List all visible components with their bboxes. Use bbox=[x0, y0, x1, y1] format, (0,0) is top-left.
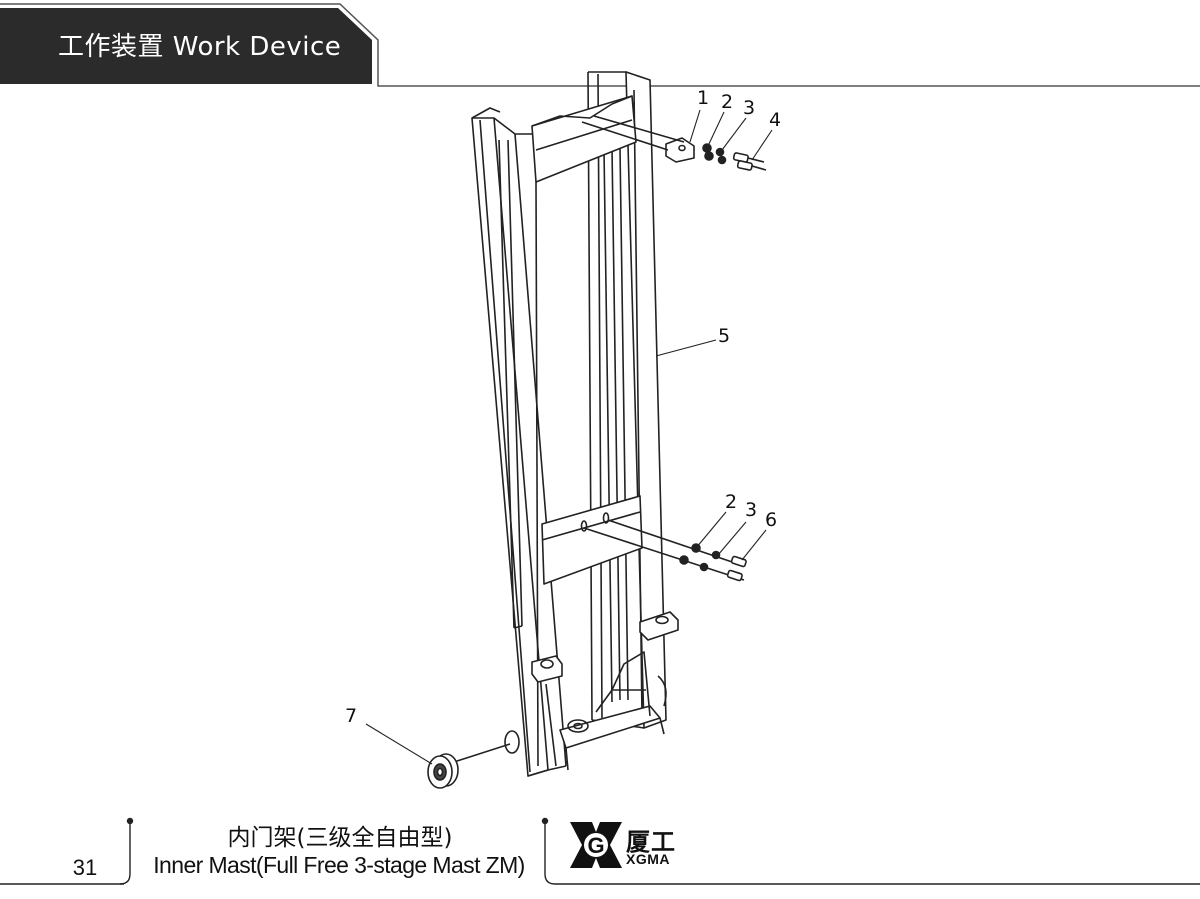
page-number: 31 bbox=[72, 855, 98, 880]
axle-hole bbox=[504, 730, 520, 754]
leader-4 bbox=[751, 129, 773, 161]
callout-1: 1 bbox=[697, 87, 709, 109]
leader-3b bbox=[717, 521, 747, 556]
chain-bracket-left bbox=[531, 655, 563, 767]
page-title: 工作装置 Work Device bbox=[58, 32, 342, 62]
xgma-logo-mark: G bbox=[570, 822, 622, 868]
roller bbox=[427, 743, 511, 789]
leader-2b bbox=[695, 511, 727, 549]
leader-2a bbox=[707, 111, 725, 147]
lower-crossbeam bbox=[541, 495, 643, 585]
logo-name-chinese: 厦工 bbox=[626, 828, 676, 856]
bottom-base bbox=[559, 651, 667, 771]
leader-1 bbox=[689, 109, 701, 143]
callout-3-lower: 3 bbox=[745, 499, 757, 521]
caption-chinese: 内门架(三级全自由型) bbox=[227, 825, 453, 851]
callout-6: 6 bbox=[765, 509, 777, 531]
leader-3a bbox=[721, 117, 747, 151]
header-banner bbox=[0, 3, 1200, 87]
logo-name-english: XGMA bbox=[626, 851, 670, 867]
leader-5 bbox=[655, 339, 717, 357]
lower-fastener-group bbox=[583, 519, 747, 582]
leader-6 bbox=[741, 529, 767, 561]
callout-2: 2 bbox=[721, 91, 733, 113]
callout-5: 5 bbox=[718, 325, 730, 347]
header-rule bbox=[0, 3, 1200, 87]
left-rail bbox=[471, 107, 567, 777]
callout-3: 3 bbox=[743, 97, 755, 119]
right-rail bbox=[587, 71, 667, 729]
callout-2-lower: 2 bbox=[725, 491, 737, 513]
caption-english: Inner Mast(Full Free 3-stage Mast ZM) bbox=[153, 852, 525, 878]
logo-mark-letter: G bbox=[587, 833, 604, 858]
chain-bracket-right bbox=[639, 611, 679, 641]
footer-rules bbox=[0, 817, 1200, 885]
upper-fastener-group bbox=[581, 115, 767, 171]
xgma-logo: G 厦工 XGMA bbox=[570, 822, 690, 870]
leader-7 bbox=[365, 723, 433, 765]
callout-4: 4 bbox=[769, 109, 781, 131]
header-banner-fill bbox=[0, 8, 372, 84]
callout-7: 7 bbox=[345, 705, 357, 727]
